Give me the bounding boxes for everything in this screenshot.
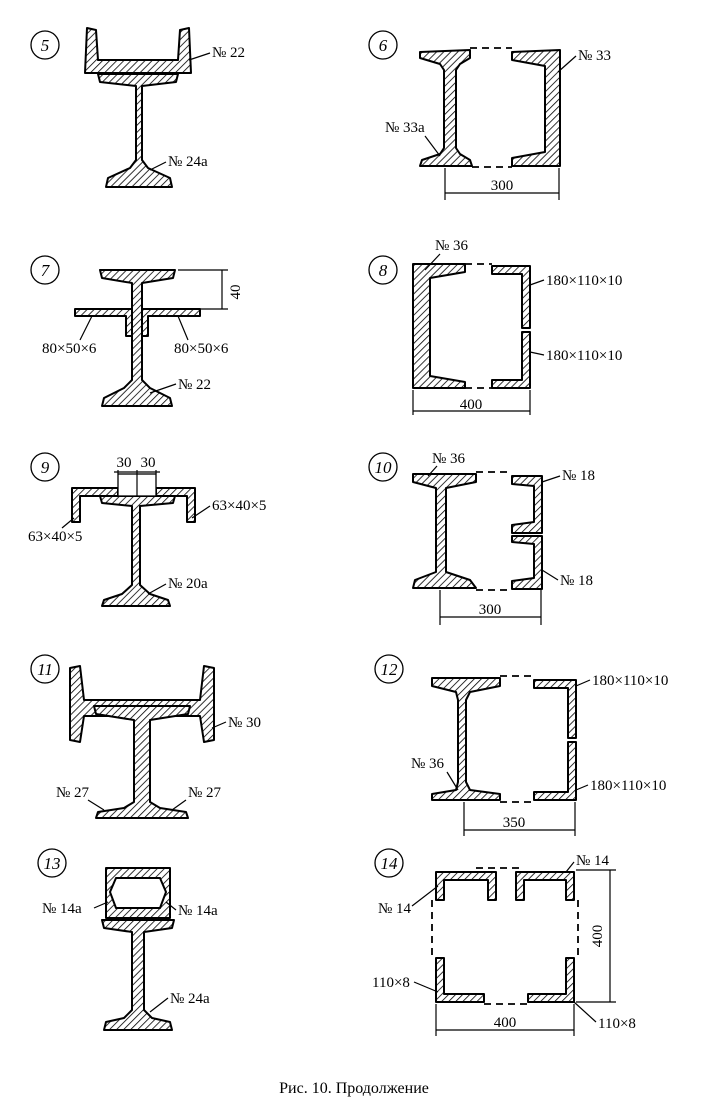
i-beam-section — [431, 677, 501, 801]
panel-12: 12 180×110×10 № 36 180×110×10 350 — [374, 654, 668, 836]
dimension-40: 40 — [228, 285, 244, 300]
label-ibeam-27-left: № 27 — [56, 785, 90, 801]
figure-caption: Рис. 10. Продолжение — [279, 1080, 429, 1097]
panel-number: 5 — [41, 36, 50, 55]
dimension-300: 300 — [491, 178, 514, 194]
label-angle-180-top: 180×110×10 — [546, 273, 622, 289]
panel-number-circle — [368, 452, 398, 482]
channel-section — [511, 49, 561, 167]
label-ibeam-36: № 36 — [411, 756, 445, 772]
ibeam-web — [93, 705, 191, 819]
i-beam-section — [99, 495, 176, 607]
dimension-30-right: 30 — [141, 455, 156, 471]
label-ibeam-22: № 22 — [178, 377, 211, 393]
channel-top — [511, 475, 543, 534]
label-angle-180-top: 180×110×10 — [592, 673, 668, 689]
panel-number: 8 — [379, 261, 388, 280]
dimension-400-horizontal: 400 — [494, 1015, 517, 1031]
label-angle-110-right: 110×8 — [598, 1016, 636, 1032]
angle-top — [533, 679, 577, 739]
label-channel-36: № 36 — [435, 238, 469, 254]
label-ibeam-24a: № 24а — [170, 991, 210, 1007]
label-ibeam-36: № 36 — [432, 451, 466, 467]
panel-number: 6 — [379, 36, 388, 55]
dimension-400-vertical: 400 — [590, 925, 606, 948]
label-channel-18-top: № 18 — [562, 468, 595, 484]
panel-13: 13 № 14а № 14а № 24а — [37, 848, 218, 1031]
angle-bottom — [533, 741, 577, 801]
i-beam-section — [419, 49, 473, 167]
label-channel-14a-left: № 14а — [42, 901, 82, 917]
label-channel-14a-right: № 14а — [178, 903, 218, 919]
angle-right — [141, 308, 201, 337]
i-beam-section — [101, 919, 175, 1031]
label-angle-80-left: 80×50×6 — [42, 341, 97, 357]
panel-number: 11 — [37, 660, 53, 679]
panel-number: 7 — [41, 261, 51, 280]
label-angle-63-right: 63×40×5 — [212, 498, 266, 514]
i-beam-section — [97, 73, 179, 188]
panel-6: 6 № 33 № 33а 300 — [368, 30, 611, 200]
angle-bottom-right — [527, 957, 575, 1003]
panel-number-circle — [30, 30, 60, 60]
label-angle-80-right: 80×50×6 — [174, 341, 229, 357]
label-channel-30: № 30 — [228, 715, 261, 731]
label-ibeam-24a: № 24а — [168, 154, 208, 170]
panel-number-circle — [368, 30, 398, 60]
label-channel-18-bottom: № 18 — [560, 573, 593, 589]
label-angle-63-left: 63×40×5 — [28, 529, 82, 545]
label-ibeam-27-right: № 27 — [188, 785, 222, 801]
dimension-30-left: 30 — [117, 455, 132, 471]
channel-section — [412, 263, 466, 389]
channel-section — [69, 665, 215, 743]
panel-number-circle — [37, 848, 67, 878]
panel-number: 9 — [41, 458, 50, 477]
angle-top — [491, 265, 531, 329]
angle-left — [74, 308, 133, 337]
panel-number-circle — [30, 654, 60, 684]
panel-number-circle — [368, 255, 398, 285]
panel-number: 14 — [381, 854, 399, 873]
panel-number-circle — [374, 848, 404, 878]
label-channel-33: № 33 — [578, 48, 611, 64]
label-ibeam-20a: № 20а — [168, 576, 208, 592]
channel-top-left — [435, 871, 497, 901]
i-beam-section — [99, 269, 176, 407]
label-channel-14-left: № 14 — [378, 901, 412, 917]
angle-bottom — [491, 331, 531, 389]
panel-number-circle — [374, 654, 404, 684]
panel-number: 13 — [44, 854, 61, 873]
channel-bottom — [511, 535, 543, 590]
label-angle-180-bottom: 180×110×10 — [590, 778, 666, 794]
label-channel-14-right: № 14 — [576, 853, 610, 869]
label-channel-22: № 22 — [212, 45, 245, 61]
panel-10: 10 № 36 № 18 № 18 300 — [368, 451, 595, 625]
channel-box — [105, 867, 171, 919]
panel-number-circle — [30, 452, 60, 482]
panel-number-circle — [30, 255, 60, 285]
panel-5: 5 № 22 № 24а — [30, 27, 245, 188]
panel-14: 14 № 14 № 14 110×8 110×8 400 400 — [372, 848, 636, 1036]
label-angle-110-left: 110×8 — [372, 975, 410, 991]
panel-number: 10 — [375, 458, 393, 477]
label-angle-180-bottom: 180×110×10 — [546, 348, 622, 364]
panel-number: 12 — [381, 660, 399, 679]
channel-section — [84, 27, 192, 74]
panel-11: 11 № 30 № 27 № 27 — [30, 654, 261, 819]
i-beam-section — [412, 473, 477, 589]
panel-8: 8 № 36 180×110×10 180×110×10 400 — [368, 238, 622, 415]
angle-left — [71, 487, 119, 523]
channel-top-right — [515, 871, 575, 901]
angle-bottom-left — [435, 957, 485, 1003]
label-ibeam-33a: № 33а — [385, 120, 425, 136]
dimension-350: 350 — [503, 815, 526, 831]
dimension-300: 300 — [479, 602, 502, 618]
panel-9: 9 30 30 63×40×5 63×40×5 № 20а — [28, 452, 266, 607]
dimension-400: 400 — [460, 397, 483, 413]
panel-7: 7 40 80×50×6 80×50×6 № 22 — [30, 255, 244, 407]
